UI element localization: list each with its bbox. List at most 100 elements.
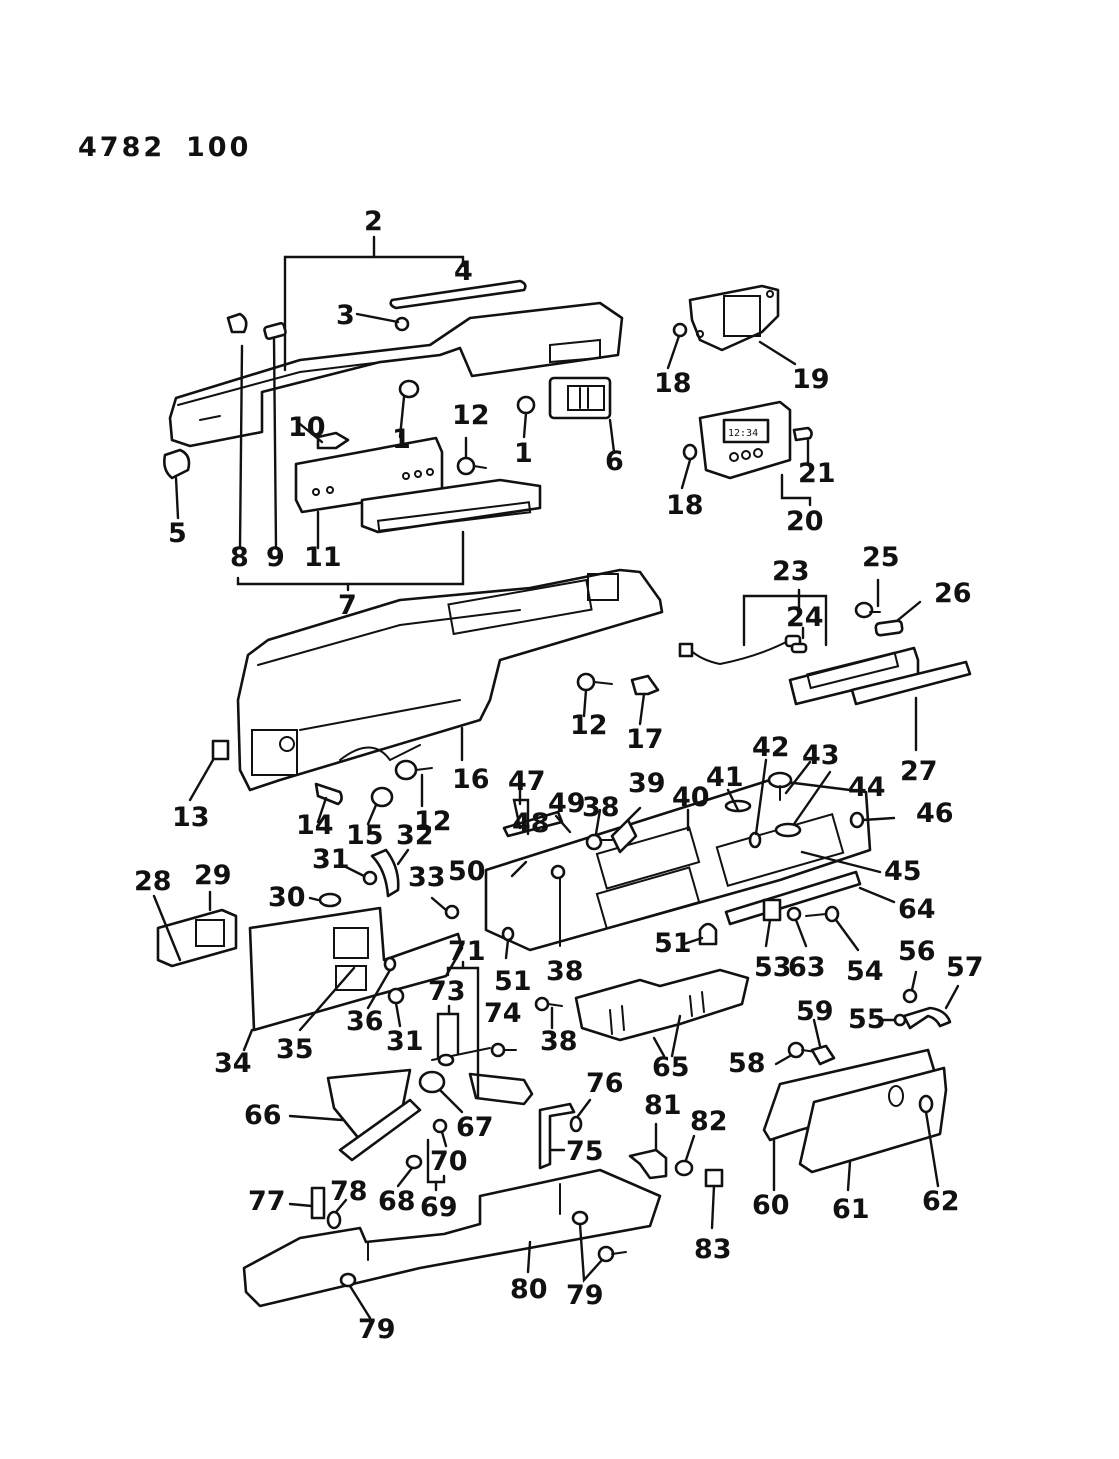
callout-47: 47	[508, 766, 546, 797]
callout-6: 6	[605, 446, 624, 477]
switch-knob-right[interactable]	[874, 619, 904, 637]
switch-knob[interactable]	[226, 312, 248, 334]
pad-nut-1[interactable]	[398, 379, 420, 399]
pad-clip[interactable]	[394, 316, 410, 332]
callout-7: 7	[338, 590, 357, 621]
cover-screw-lower[interactable]	[387, 987, 405, 1005]
glove-box-strap[interactable]	[902, 1006, 952, 1030]
callout-39: 39	[628, 768, 666, 799]
column-screw[interactable]	[405, 1154, 423, 1170]
switch-bezel[interactable]	[788, 646, 920, 706]
instrument-panel-pad[interactable]	[168, 301, 624, 448]
switch-panel[interactable]	[156, 908, 238, 968]
column-bracket[interactable]	[418, 1070, 446, 1094]
bracket-screw-76[interactable]	[569, 1115, 583, 1133]
callout-56: 56	[898, 936, 936, 967]
clock-bulb-socket[interactable]	[792, 426, 813, 442]
lock-screw[interactable]	[490, 1042, 517, 1058]
push-pin[interactable]	[767, 771, 793, 801]
clip-nut[interactable]	[211, 739, 230, 761]
panel-stud-lower[interactable]	[698, 922, 718, 946]
instrument-panel-main[interactable]	[236, 568, 664, 792]
duct-screw[interactable]	[534, 996, 563, 1012]
callout-12c: 12	[414, 806, 452, 837]
callout-4: 4	[454, 256, 473, 287]
callout-19: 19	[792, 364, 830, 395]
bracket-screw-31[interactable]	[362, 870, 378, 886]
callout-18b: 18	[666, 490, 704, 521]
column-nut[interactable]	[432, 1118, 448, 1134]
callout-63: 63	[788, 952, 826, 983]
cover-clip[interactable]	[383, 956, 397, 972]
cover-screw[interactable]	[444, 904, 460, 920]
panel-bolt[interactable]	[370, 786, 394, 808]
lower-panel-clip[interactable]	[326, 1210, 342, 1230]
trim-screw-right[interactable]	[597, 1245, 627, 1263]
reinforcement-washer[interactable]	[786, 906, 802, 922]
callout-80: 80	[510, 1274, 548, 1305]
digital-clock[interactable]: 12:34	[698, 400, 792, 480]
bracket-screw-upper[interactable]	[672, 322, 688, 338]
reinforcement-bolt[interactable]	[805, 905, 840, 923]
column-lever[interactable]	[338, 1098, 422, 1162]
clock-bracket[interactable]	[688, 284, 780, 352]
wiring-harness[interactable]	[678, 634, 802, 666]
glove-box-lock[interactable]	[918, 1094, 934, 1114]
callout-2: 2	[364, 206, 383, 237]
panel-bracket[interactable]	[610, 818, 638, 854]
bezel-screw[interactable]	[854, 601, 881, 619]
bezel-label-plate[interactable]	[850, 660, 972, 706]
panel-screw-lower[interactable]	[394, 759, 433, 781]
lock-bracket[interactable]	[468, 1072, 534, 1106]
panel-clip[interactable]	[630, 674, 660, 696]
center-air-duct[interactable]	[574, 968, 750, 1042]
knee-bracket[interactable]	[628, 1148, 668, 1180]
callout-12a: 12	[452, 400, 490, 431]
panel-screw[interactable]	[314, 782, 343, 806]
callout-36: 36	[346, 1006, 384, 1037]
panel-screw-right[interactable]	[576, 672, 613, 692]
glove-box-screw[interactable]	[902, 988, 918, 1004]
bracket-nut-83[interactable]	[704, 1168, 724, 1188]
bulb-socket[interactable]	[316, 431, 350, 450]
pad-nut-2[interactable]	[516, 395, 536, 415]
callout-14: 14	[296, 810, 334, 841]
side-grommet[interactable]	[163, 448, 191, 480]
support-bracket[interactable]	[538, 1102, 576, 1170]
catalog-number: 4782	[78, 132, 165, 163]
panel-screw-vertical[interactable]	[550, 864, 566, 947]
switch-lens[interactable]	[263, 321, 287, 341]
callout-51a: 51	[654, 928, 692, 959]
callout-38b: 38	[546, 956, 584, 987]
pad-trim-strip[interactable]	[389, 279, 527, 310]
latch-striker[interactable]	[810, 1044, 836, 1066]
callout-73: 73	[428, 976, 466, 1007]
bracket-bolt-82[interactable]	[674, 1159, 694, 1177]
cluster-housing[interactable]	[360, 478, 542, 534]
glove-box-door[interactable]	[798, 1066, 948, 1174]
side-vent[interactable]	[548, 376, 612, 420]
cluster-screw-upper[interactable]	[456, 456, 487, 476]
lock-rod[interactable]	[431, 1047, 491, 1067]
panel-bolt-right[interactable]	[849, 811, 865, 829]
panel-screw-lower-left[interactable]	[501, 926, 515, 942]
clock-bulb[interactable]	[682, 443, 698, 461]
panel-screw-center[interactable]	[585, 833, 613, 851]
callout-57: 57	[946, 952, 984, 983]
reinforcement-bracket[interactable]	[724, 870, 862, 926]
lower-panel-screw[interactable]	[310, 1186, 326, 1220]
callout-38a: 38	[582, 792, 620, 823]
cover-bracket[interactable]	[370, 848, 400, 898]
indicator-bulb[interactable]	[790, 642, 808, 654]
trim-clip-left[interactable]	[339, 1272, 357, 1288]
panel-stud[interactable]	[748, 831, 762, 849]
callout-65: 65	[652, 1052, 690, 1083]
callout-77: 77	[248, 1186, 286, 1217]
switch-lens-small[interactable]	[318, 892, 342, 908]
reinforcement-nut[interactable]	[762, 898, 782, 922]
trim-clip-right[interactable]	[571, 1210, 589, 1226]
lower-trim-panel[interactable]	[242, 1168, 662, 1308]
panel-grommet[interactable]	[774, 822, 802, 838]
glove-box-washer[interactable]	[893, 1013, 907, 1027]
instrument-cover[interactable]	[248, 906, 464, 1032]
